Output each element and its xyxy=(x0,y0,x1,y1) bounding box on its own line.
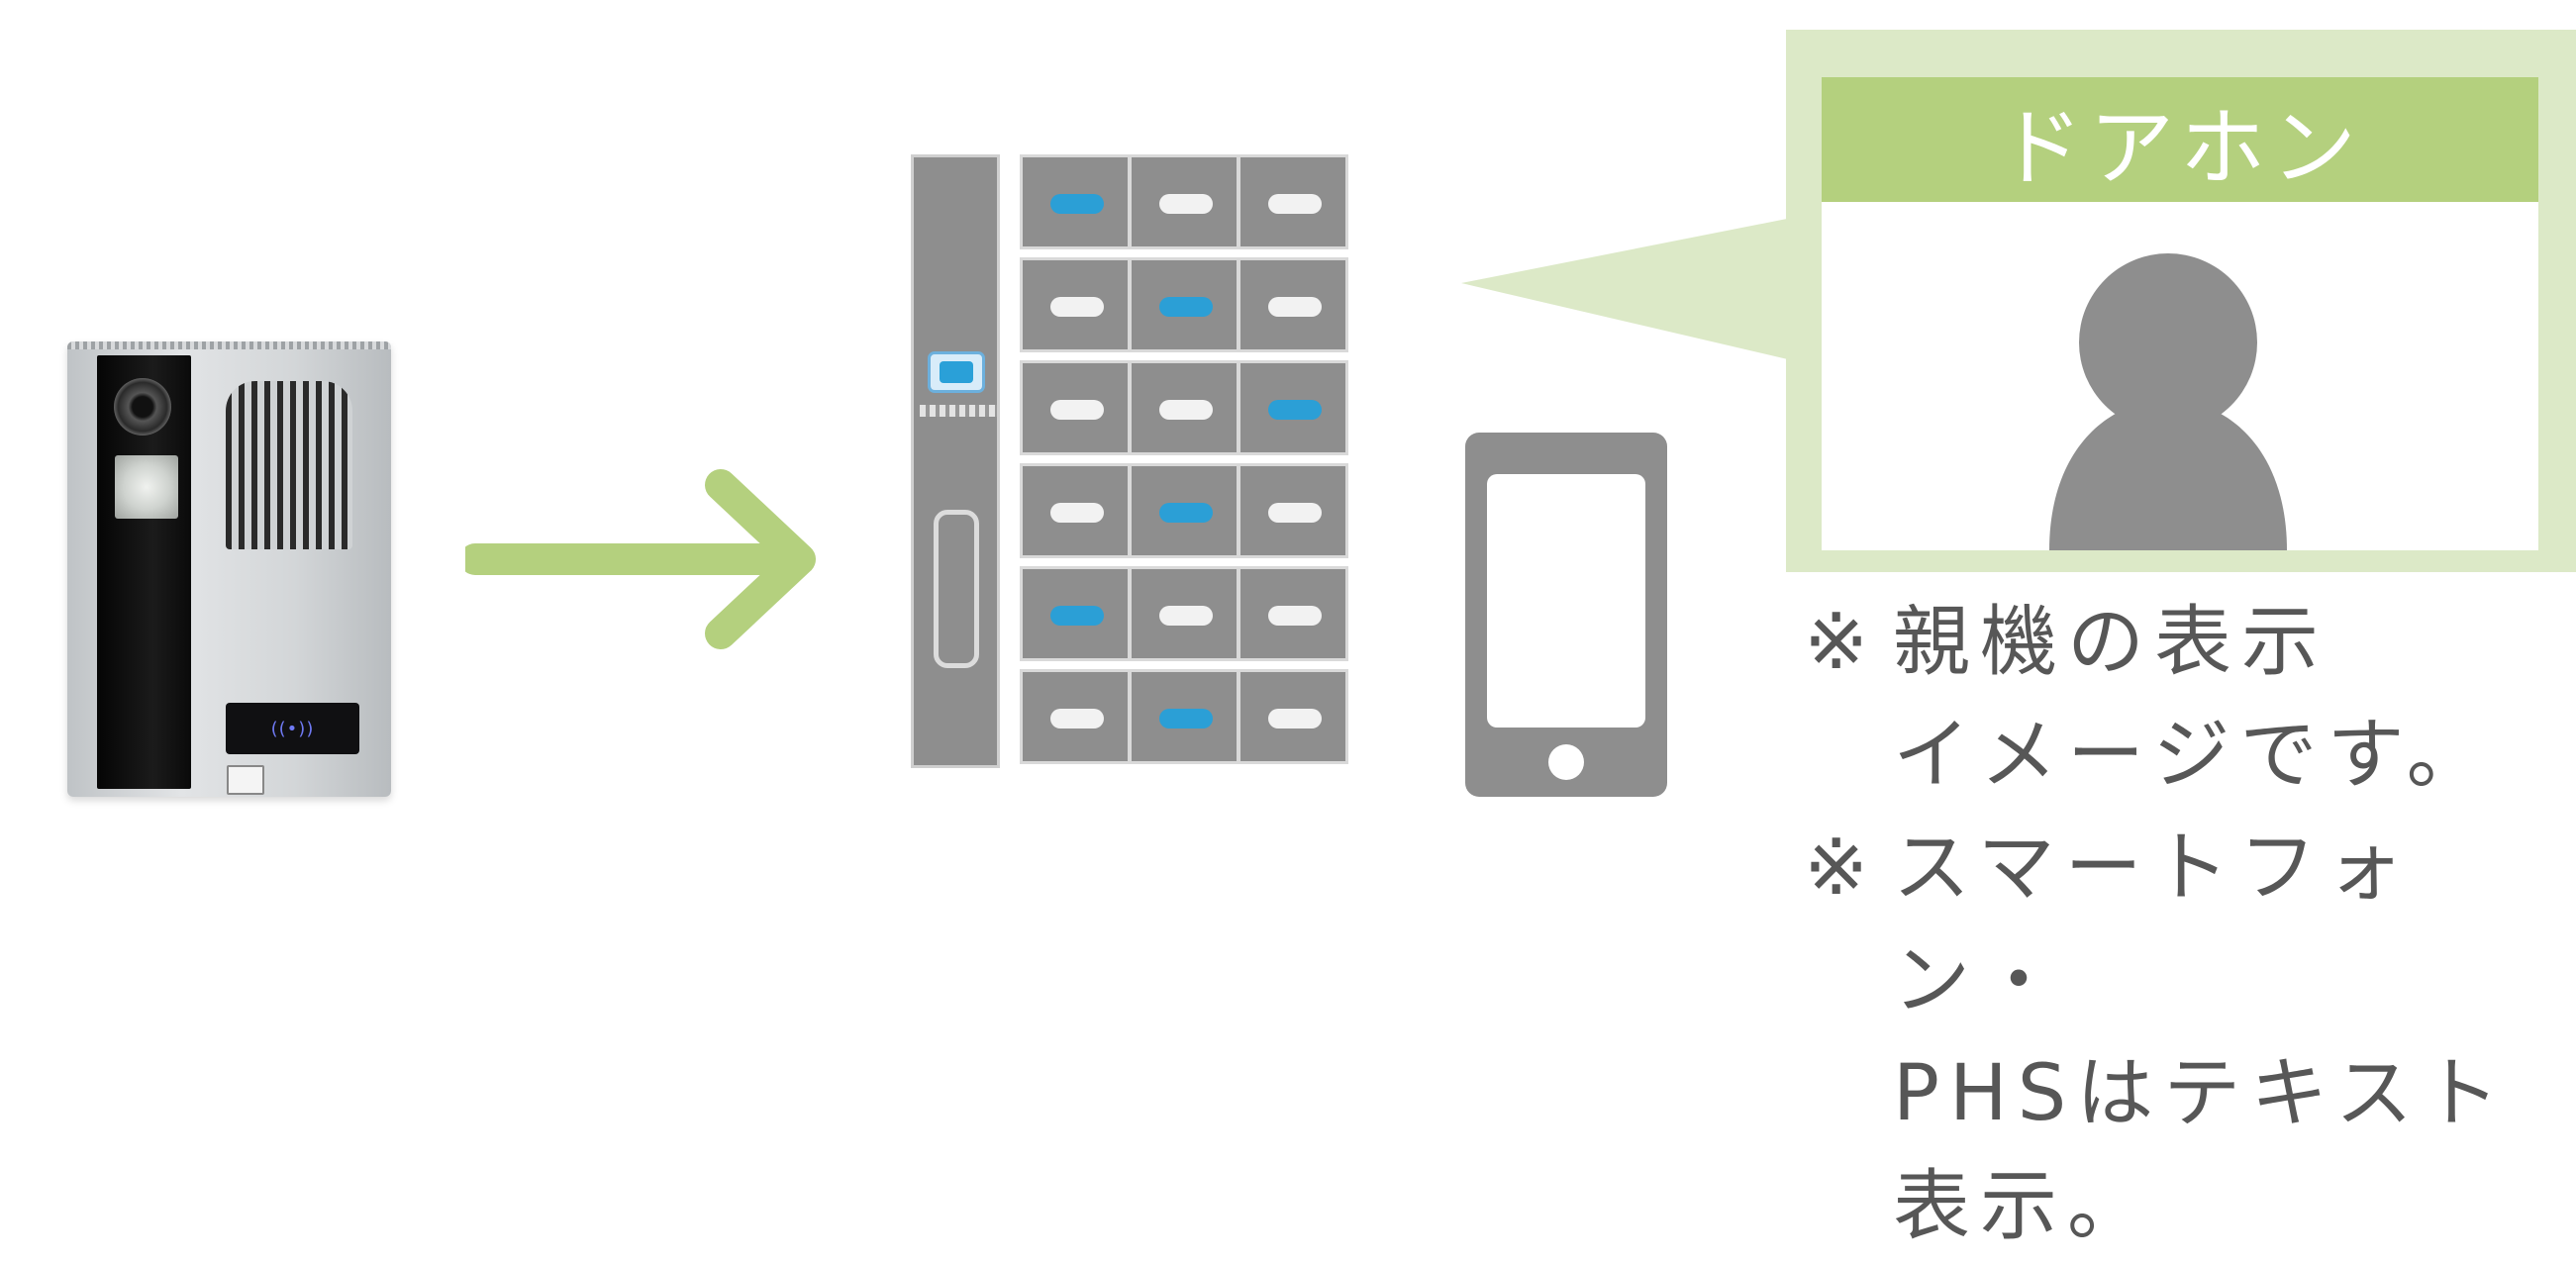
call-key xyxy=(1129,463,1239,558)
key-indicator-lamp xyxy=(1050,194,1104,214)
control-label xyxy=(920,405,997,417)
callout-pointer xyxy=(1461,218,1792,360)
key-indicator-lamp xyxy=(1268,297,1322,317)
door-phone-device: ((•)) xyxy=(67,341,391,797)
note-line: PHSはテキスト xyxy=(1893,1049,2510,1138)
key-indicator-lamp xyxy=(1268,194,1322,214)
call-key xyxy=(1238,154,1348,249)
display-header-label: ドアホン xyxy=(1998,98,2362,198)
key-indicator-lamp xyxy=(1159,709,1213,729)
rfid-icon: ((•)) xyxy=(270,718,315,739)
call-key xyxy=(1129,566,1239,661)
note-line: 親機の表示 xyxy=(1893,598,2329,687)
key-indicator-lamp xyxy=(1050,503,1104,523)
call-key xyxy=(1129,669,1239,764)
note-line: スマートフォン・ xyxy=(1893,824,2414,1025)
key-indicator-lamp xyxy=(1268,503,1322,523)
note-item: ※ 親機の表示 イメージです。 xyxy=(1804,586,2576,812)
key-indicator-lamp xyxy=(1268,709,1322,729)
key-indicator-lamp xyxy=(1050,297,1104,317)
selected-indicator xyxy=(928,351,985,393)
call-key xyxy=(1020,463,1131,558)
call-key xyxy=(1020,566,1131,661)
key-indicator-lamp xyxy=(1159,194,1213,214)
call-key xyxy=(1238,463,1348,558)
card-reader: ((•)) xyxy=(226,703,359,754)
smartphone-screen xyxy=(1487,474,1645,728)
key-indicator-lamp xyxy=(1268,606,1322,626)
speaker-grille xyxy=(226,381,352,549)
key-indicator-lamp xyxy=(1159,400,1213,420)
handset-slot xyxy=(934,510,979,668)
call-key xyxy=(1129,257,1239,352)
key-indicator-lamp xyxy=(1050,606,1104,626)
notes: ※ 親機の表示 イメージです。 ※ スマートフォン・ PHSはテキスト 表示。 xyxy=(1804,586,2576,1251)
call-key xyxy=(1020,669,1131,764)
call-key xyxy=(1129,360,1239,455)
screen-display-callout: ドアホン xyxy=(1786,30,2576,572)
door-phone-top-edge xyxy=(67,341,391,349)
call-key xyxy=(1020,257,1131,352)
note-item: ※ スマートフォン・ PHSはテキスト 表示。 xyxy=(1804,812,2576,1263)
door-phone-button xyxy=(227,765,264,795)
call-key xyxy=(1238,360,1348,455)
call-key xyxy=(1020,360,1131,455)
door-phone-light xyxy=(115,455,178,519)
note-mark: ※ xyxy=(1804,598,1879,687)
key-indicator-lamp xyxy=(1159,297,1213,317)
key-indicator-lamp xyxy=(1050,400,1104,420)
smartphone-icon xyxy=(1465,433,1667,797)
key-indicator-lamp xyxy=(1159,606,1213,626)
display-header: ドアホン xyxy=(1822,77,2538,202)
note-line: 表示。 xyxy=(1893,1162,2155,1251)
call-key xyxy=(1238,669,1348,764)
call-key xyxy=(1129,154,1239,249)
screen-display: ドアホン xyxy=(1822,77,2538,550)
call-key xyxy=(1238,566,1348,661)
key-indicator-lamp xyxy=(1050,709,1104,729)
master-station-unit xyxy=(911,148,1416,772)
note-mark: ※ xyxy=(1804,824,1879,913)
key-indicator-lamp xyxy=(1268,400,1322,420)
call-key xyxy=(1238,257,1348,352)
key-indicator-lamp xyxy=(1159,503,1213,523)
camera-lens-icon xyxy=(114,378,171,436)
person-icon xyxy=(2049,253,2287,550)
master-control-column xyxy=(911,154,1000,768)
home-button-icon xyxy=(1548,744,1584,780)
note-line: イメージです。 xyxy=(1893,711,2494,800)
right-arrow-icon xyxy=(465,469,816,649)
call-key xyxy=(1020,154,1131,249)
